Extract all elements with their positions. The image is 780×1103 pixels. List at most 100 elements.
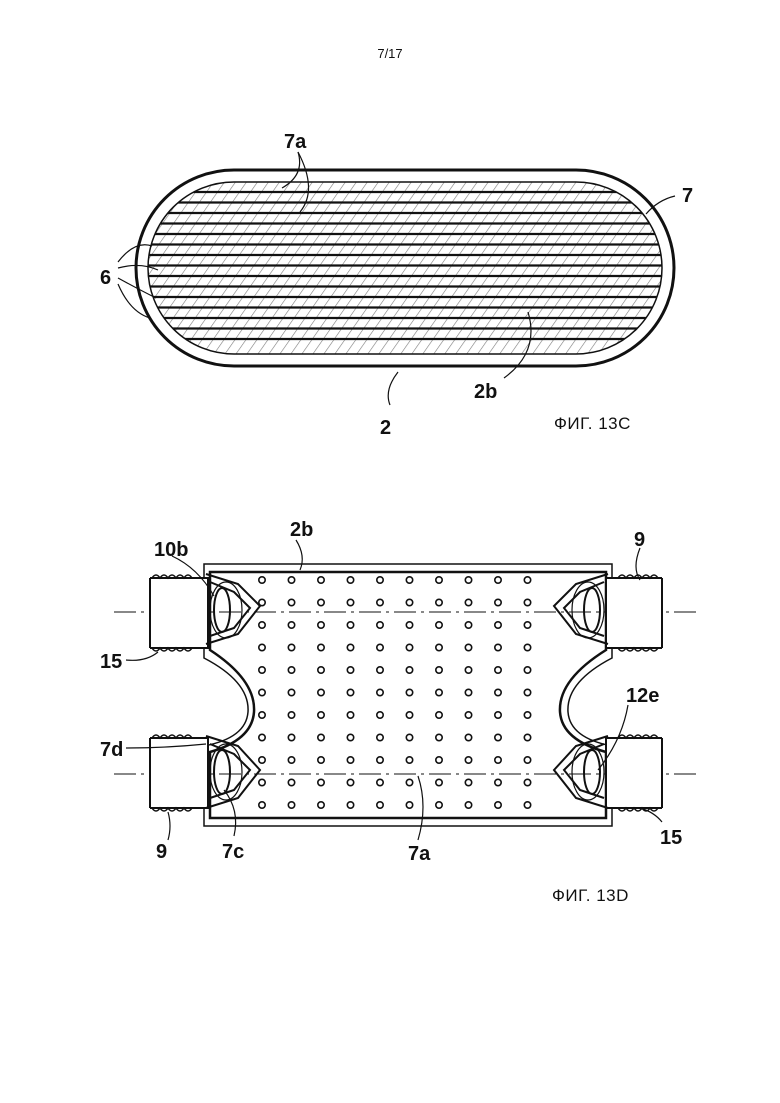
- dimple: [436, 667, 442, 673]
- port-collar-top-left: [206, 574, 260, 644]
- dimple: [406, 802, 412, 808]
- dimple: [288, 577, 294, 583]
- dimple: [495, 667, 501, 673]
- dimple: [318, 757, 324, 763]
- label-10b-13d: 10b: [154, 539, 188, 561]
- dimple: [436, 644, 442, 650]
- dimple: [318, 802, 324, 808]
- dimple: [465, 779, 471, 785]
- dimple: [465, 599, 471, 605]
- dimple: [406, 667, 412, 673]
- dimple: [318, 577, 324, 583]
- figure-13d: 2b 9 10b 15 12e 7d 9 7c 7a 15: [100, 519, 700, 865]
- dimple: [377, 757, 383, 763]
- port-collar-bottom-left: [206, 736, 260, 808]
- dimple: [495, 599, 501, 605]
- dimple: [259, 667, 265, 673]
- dimple: [318, 712, 324, 718]
- port-collar-bottom-right: [554, 736, 608, 808]
- label-2b-13c: 2b: [474, 381, 497, 403]
- dimple: [495, 712, 501, 718]
- label-2b-13d: 2b: [290, 519, 313, 541]
- dimple: [318, 644, 324, 650]
- dimple: [288, 802, 294, 808]
- dimple: [259, 779, 265, 785]
- dimple-grid: [259, 577, 531, 808]
- dimple: [524, 689, 530, 695]
- dimple: [465, 802, 471, 808]
- dimple: [406, 712, 412, 718]
- label-7d-13d: 7d: [100, 739, 123, 761]
- dimple: [465, 689, 471, 695]
- dimple: [377, 644, 383, 650]
- dimple: [318, 599, 324, 605]
- dimple: [288, 757, 294, 763]
- dimple: [436, 622, 442, 628]
- dimple: [288, 667, 294, 673]
- dimple: [347, 667, 353, 673]
- label-6-13c: 6: [100, 267, 111, 289]
- dimple: [406, 689, 412, 695]
- dimple: [259, 644, 265, 650]
- dimple: [495, 644, 501, 650]
- dimple: [406, 599, 412, 605]
- dimple: [259, 689, 265, 695]
- dimple: [524, 757, 530, 763]
- dimple: [524, 599, 530, 605]
- dimple: [524, 644, 530, 650]
- port-collar-top-right: [554, 574, 608, 644]
- dimple: [524, 622, 530, 628]
- dimple: [377, 712, 383, 718]
- fin-stack: [140, 182, 670, 354]
- label-7a-13c: 7a: [284, 131, 307, 153]
- dimple: [259, 802, 265, 808]
- dimple: [288, 779, 294, 785]
- dimple: [288, 644, 294, 650]
- caption-fig-13c: ФИГ. 13C: [554, 414, 631, 434]
- dimple: [465, 622, 471, 628]
- dimple: [347, 577, 353, 583]
- dimple: [436, 802, 442, 808]
- dimple: [259, 712, 265, 718]
- dimple: [347, 599, 353, 605]
- dimple: [406, 577, 412, 583]
- dimple: [259, 734, 265, 740]
- dimple: [377, 734, 383, 740]
- dimple: [347, 622, 353, 628]
- dimple: [377, 667, 383, 673]
- dimple: [436, 779, 442, 785]
- dimple: [259, 577, 265, 583]
- dimple: [465, 644, 471, 650]
- label-9-bottom-13d: 9: [156, 841, 167, 863]
- dimple: [347, 779, 353, 785]
- dimple: [495, 802, 501, 808]
- dimple: [436, 734, 442, 740]
- dimple: [318, 689, 324, 695]
- dimple: [347, 689, 353, 695]
- dimple: [406, 779, 412, 785]
- dimple: [436, 577, 442, 583]
- dimple: [288, 689, 294, 695]
- dimple: [524, 802, 530, 808]
- dimple: [318, 622, 324, 628]
- dimple: [288, 599, 294, 605]
- dimple: [436, 599, 442, 605]
- caption-fig-13d: ФИГ. 13D: [552, 886, 629, 906]
- dimple: [465, 577, 471, 583]
- label-7c-13d: 7c: [222, 841, 244, 863]
- dimple: [495, 734, 501, 740]
- label-7-13c: 7: [682, 185, 693, 207]
- dimple: [436, 689, 442, 695]
- label-15-right-13d: 15: [660, 827, 682, 849]
- dimple: [406, 622, 412, 628]
- dimple: [524, 667, 530, 673]
- label-2-13c: 2: [380, 417, 391, 439]
- dimple: [524, 712, 530, 718]
- dimple: [347, 757, 353, 763]
- dimple: [347, 802, 353, 808]
- dimple: [524, 734, 530, 740]
- label-9-top-13d: 9: [634, 529, 645, 551]
- dimple: [406, 757, 412, 763]
- dimple: [259, 622, 265, 628]
